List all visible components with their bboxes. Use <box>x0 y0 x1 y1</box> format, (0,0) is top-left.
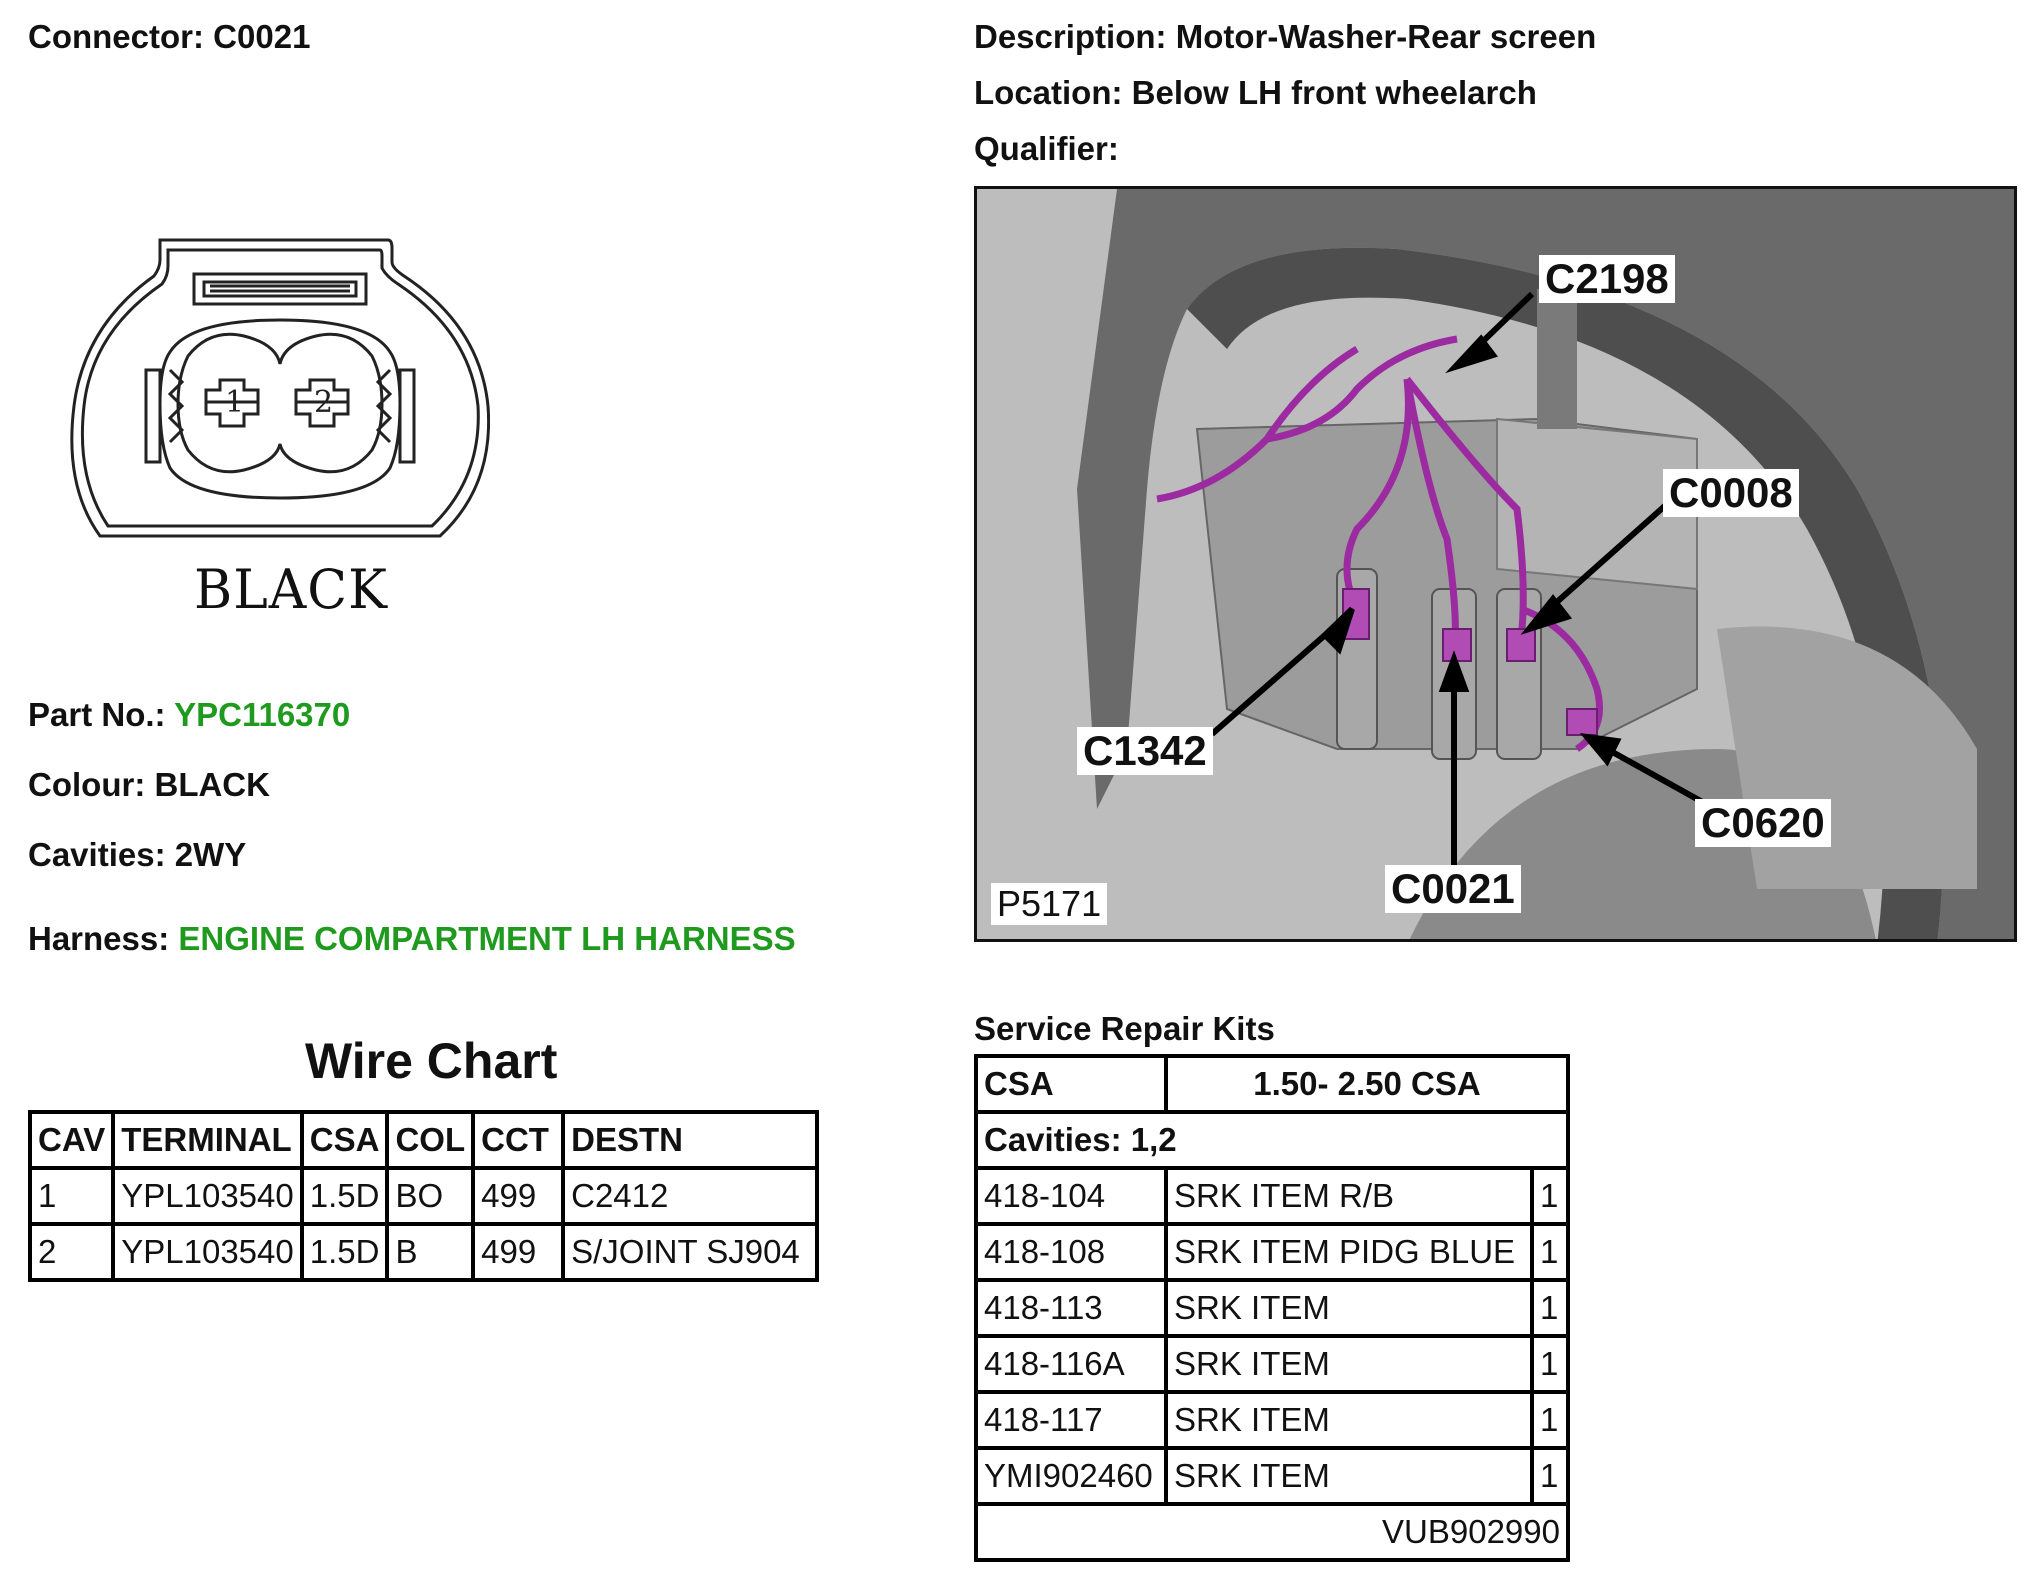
engine-bay-illustration-icon <box>977 189 2014 939</box>
table-row: 418-104 SRK ITEM R/B 1 <box>974 1166 1570 1226</box>
qualifier-line: Qualifier: <box>974 132 1119 165</box>
qualifier-label: Qualifier: <box>974 130 1119 167</box>
harness-label: Harness: <box>28 920 170 957</box>
location-value: Below LH front wheelarch <box>1131 74 1537 111</box>
kits-cavities-row: Cavities: 1,2 <box>974 1110 1570 1170</box>
kit-number: VUB902990 <box>974 1502 1570 1562</box>
pin-2-number: 2 <box>314 385 333 420</box>
cell-terminal: YPL103540 <box>111 1222 304 1282</box>
kit-item: SRK ITEM R/B <box>1164 1166 1534 1226</box>
cell-cct: 499 <box>471 1166 566 1226</box>
callout-c0620[interactable]: C0620 <box>1695 799 1831 848</box>
table-row: 418-116A SRK ITEM 1 <box>974 1334 1570 1394</box>
kit-item: SRK ITEM <box>1164 1446 1534 1506</box>
callout-c0008[interactable]: C0008 <box>1663 469 1799 518</box>
kit-qty: 1 <box>1530 1166 1570 1226</box>
cell-destn[interactable]: S/JOINT SJ904 <box>561 1222 820 1282</box>
part-number-label: Part No.: <box>28 696 166 733</box>
location-photo: C2198 C0008 C1342 C0620 C0021 P5171 <box>974 186 2017 942</box>
table-header-row: CAV TERMINAL CSA COL CCT DESTN <box>27 1110 820 1170</box>
cell-cct: 499 <box>471 1222 566 1282</box>
wire-chart-table: CAV TERMINAL CSA COL CCT DESTN 1 YPL1035… <box>27 1110 820 1282</box>
cell-destn[interactable]: C2412 <box>561 1166 820 1226</box>
header-cav: CAV <box>27 1110 116 1170</box>
kit-item: SRK ITEM <box>1164 1278 1534 1338</box>
harness-link[interactable]: ENGINE COMPARTMENT LH HARNESS <box>178 920 796 957</box>
table-row: 418-108 SRK ITEM PIDG BLUE 1 <box>974 1222 1570 1282</box>
kit-item: SRK ITEM <box>1164 1334 1534 1394</box>
table-row: 2 YPL103540 1.5D B 499 S/JOINT SJ904 <box>27 1222 820 1282</box>
kit-code: 418-117 <box>974 1390 1168 1450</box>
harness-line: Harness: ENGINE COMPARTMENT LH HARNESS <box>28 922 796 955</box>
colour-value: BLACK <box>154 766 270 803</box>
kit-code: YMI902460 <box>974 1446 1168 1506</box>
part-number-line: Part No.: YPC116370 <box>28 698 350 731</box>
connector-face-diagram: 1 2 <box>70 236 491 546</box>
kit-qty: 1 <box>1530 1222 1570 1282</box>
kit-code: 418-113 <box>974 1278 1168 1338</box>
table-row: 418-117 SRK ITEM 1 <box>974 1390 1570 1450</box>
connector-id: C0021 <box>213 18 311 55</box>
kit-item: SRK ITEM PIDG BLUE <box>1164 1222 1534 1282</box>
cavities-line: Cavities: 2WY <box>28 838 246 871</box>
wire-chart-title: Wire Chart <box>305 1033 558 1089</box>
kits-csa-range: 1.50- 2.50 CSA <box>1164 1054 1570 1114</box>
kit-qty: 1 <box>1530 1278 1570 1338</box>
connector-label: Connector: <box>28 18 204 55</box>
description-value: Motor-Washer-Rear screen <box>1175 18 1597 55</box>
cell-csa: 1.5D <box>299 1166 390 1226</box>
connector-outline-icon: 1 2 <box>70 238 491 538</box>
kits-footer-row: VUB902990 <box>974 1502 1570 1562</box>
cell-col: BO <box>385 1166 476 1226</box>
description-label: Description: <box>974 18 1167 55</box>
cell-csa: 1.5D <box>299 1222 390 1282</box>
callout-c0021[interactable]: C0021 <box>1385 865 1521 914</box>
table-row: 418-113 SRK ITEM 1 <box>974 1278 1570 1338</box>
callout-c1342[interactable]: C1342 <box>1077 727 1213 776</box>
header-csa: CSA <box>299 1110 390 1170</box>
kits-cavities: Cavities: 1,2 <box>974 1110 1570 1170</box>
location-label: Location: <box>974 74 1123 111</box>
kits-header-row: CSA 1.50- 2.50 CSA <box>974 1054 1570 1114</box>
part-number-link[interactable]: YPC116370 <box>174 696 351 733</box>
connector-heading: Connector: C0021 <box>28 20 310 53</box>
table-row: YMI902460 SRK ITEM 1 <box>974 1446 1570 1506</box>
cell-terminal: YPL103540 <box>111 1166 304 1226</box>
header-cct: CCT <box>471 1110 566 1170</box>
header-col: COL <box>385 1110 476 1170</box>
pin-1-number: 1 <box>225 385 244 420</box>
header-destn: DESTN <box>561 1110 820 1170</box>
header-terminal: TERMINAL <box>111 1110 304 1170</box>
kit-qty: 1 <box>1530 1446 1570 1506</box>
connector-colour-text: BLACK <box>194 558 388 622</box>
kit-qty: 1 <box>1530 1334 1570 1394</box>
cell-cav: 1 <box>27 1166 116 1226</box>
kit-item: SRK ITEM <box>1164 1390 1534 1450</box>
image-number: P5171 <box>991 883 1108 925</box>
kit-code: 418-108 <box>974 1222 1168 1282</box>
description-line: Description: Motor-Washer-Rear screen <box>974 20 1596 53</box>
callout-c2198[interactable]: C2198 <box>1539 255 1675 304</box>
location-line: Location: Below LH front wheelarch <box>974 76 1537 109</box>
cell-cav: 2 <box>27 1222 116 1282</box>
colour-line: Colour: BLACK <box>28 768 270 801</box>
cavities-value: 2WY <box>174 836 247 873</box>
cavities-label: Cavities: <box>28 836 166 873</box>
kit-qty: 1 <box>1530 1390 1570 1450</box>
kits-csa-label: CSA <box>974 1054 1168 1114</box>
service-kits-title: Service Repair Kits <box>974 1010 1275 1047</box>
colour-label: Colour: <box>28 766 146 803</box>
service-kits-table: CSA 1.50- 2.50 CSA Cavities: 1,2 418-104… <box>974 1054 1570 1562</box>
kit-code: 418-116A <box>974 1334 1168 1394</box>
table-row: 1 YPL103540 1.5D BO 499 C2412 <box>27 1166 820 1226</box>
kit-code: 418-104 <box>974 1166 1168 1226</box>
cell-col: B <box>385 1222 476 1282</box>
